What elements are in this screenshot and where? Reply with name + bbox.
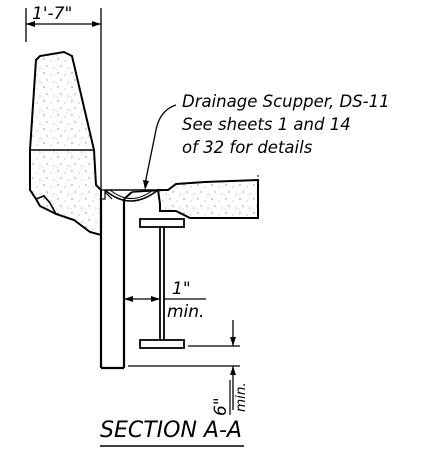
callout-line-3: of 32 for details [182, 138, 313, 157]
concrete-barrier [29, 50, 102, 237]
barrier-base-notch [35, 195, 57, 215]
callout-leader [143, 104, 177, 190]
barrier-width-dimension [25, 8, 102, 190]
drop-label: 6" [211, 397, 231, 416]
section-title: SECTION A-A [100, 418, 242, 443]
scupper-pipe [99, 189, 133, 370]
deck-top-line [131, 189, 169, 193]
deck-slab [156, 178, 259, 219]
drop-dimension [128, 320, 240, 410]
callout-line-2: See sheets 1 and 14 [182, 115, 351, 134]
steel-girder [139, 218, 185, 349]
drop-qualifier: min. [233, 382, 249, 412]
barrier-width-label: 1'-7" [32, 4, 72, 24]
clearance-dimension [124, 296, 206, 302]
callout-line-1: Drainage Scupper, DS-11 [182, 92, 390, 111]
clearance-qualifier: min. [167, 302, 204, 322]
clearance-label: 1" [172, 279, 191, 299]
